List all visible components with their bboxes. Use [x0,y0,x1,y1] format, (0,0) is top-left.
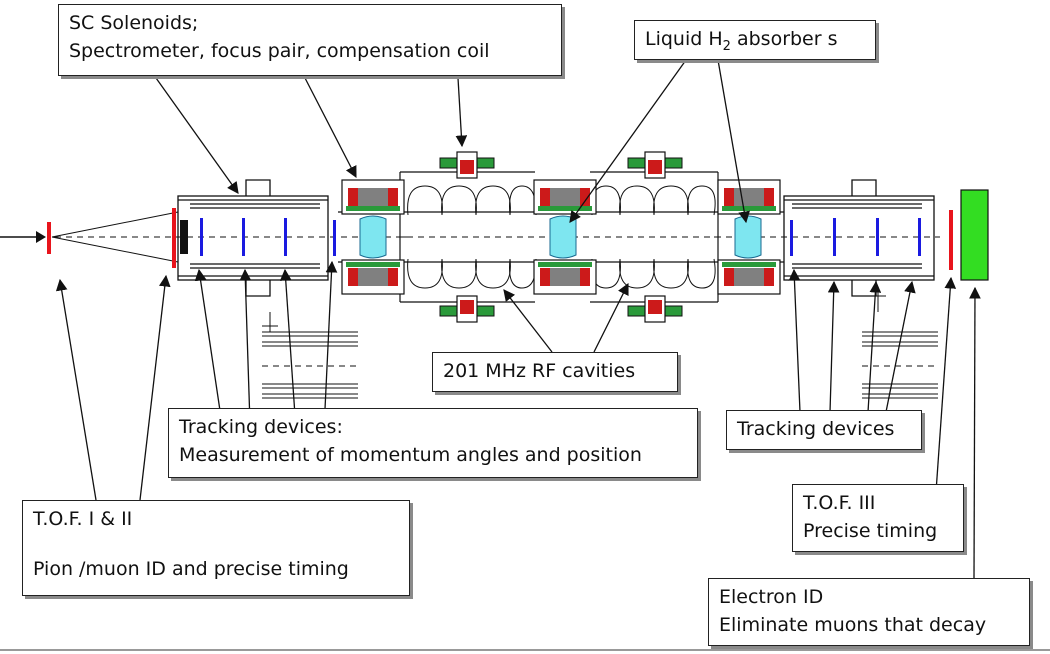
tof-upstream-line1: T.O.F. I & II [33,508,133,530]
tof-downstream-label: T.O.F. III Precise timing [792,484,964,552]
upstream-shielding-pipe [262,312,358,399]
absorber-module-2 [533,179,597,295]
absorber-module-3 [717,179,781,295]
rf-cavities-text: 201 MHz RF cavities [443,360,636,382]
absorber-module-1 [341,179,405,295]
tof-upstream-label: T.O.F. I & II Pion /muon ID and precise … [22,500,410,596]
tof-0-counter [47,222,51,254]
electron-calorimeter [960,189,989,281]
sc-solenoids-line1: SC Solenoids; [69,12,199,34]
coupling-coil-top-1 [439,151,495,179]
absorbers-suffix: absorber s [730,28,838,50]
absorbers-label: Liquid H2 absorber s [634,20,876,60]
electron-id-label: Electron ID Eliminate muons that decay [708,578,1030,646]
tof-downstream-line2: Precise timing [803,520,938,542]
absorbers-subscript: 2 [722,38,731,54]
downstream-spectrometer-solenoid [783,179,935,297]
rf-cavity-cells [400,185,720,289]
incoming-beam-arrow [36,231,46,243]
tof-2-counter [949,210,953,270]
tof-1-absorber [180,220,188,254]
coupling-coil-top-2 [627,151,683,179]
sc-solenoids-line2: Spectrometer, focus pair, compensation c… [69,40,490,62]
upstream-spectrometer-solenoid [177,179,329,297]
upstream-tracker-planes [200,218,336,256]
coupling-coil-bottom-1 [439,295,495,323]
absorbers-prefix: Liquid H [645,28,723,50]
tracking-upstream-line2: Measurement of momentum angles and posit… [179,444,642,466]
callout-pointers [55,59,981,579]
tracking-downstream-label: Tracking devices [726,410,922,450]
rf-cavities-label: 201 MHz RF cavities [432,352,678,392]
beam-axis [0,211,940,263]
electron-id-line2: Eliminate muons that decay [719,614,987,636]
downstream-tracker-planes [790,218,921,256]
coupling-coil-bottom-2 [627,295,683,323]
tracking-upstream-line1: Tracking devices: [179,416,343,438]
downstream-shielding-pipe [862,292,938,399]
tracking-upstream-label: Tracking devices: Measurement of momentu… [168,408,698,478]
electron-id-line1: Electron ID [719,586,824,608]
tracking-downstream-text: Tracking devices [737,418,895,440]
tof-downstream-line1: T.O.F. III [803,492,876,514]
sc-solenoids-label: SC Solenoids; Spectrometer, focus pair, … [58,4,562,76]
tof-upstream-line2: Pion /muon ID and precise timing [33,558,349,580]
tof-1-counter [172,208,176,268]
